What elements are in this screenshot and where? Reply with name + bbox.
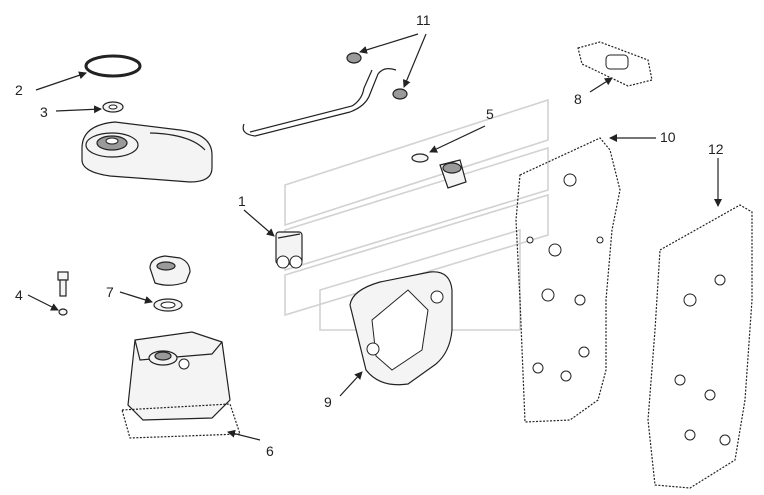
part-10-cover-plate bbox=[515, 137, 621, 423]
part-2-o-ring bbox=[84, 54, 142, 78]
part-11-oil-line bbox=[242, 52, 408, 137]
callout-4: 4 bbox=[15, 287, 23, 303]
callout-10: 10 bbox=[660, 129, 676, 145]
part-4-bolt bbox=[57, 271, 69, 316]
callout-7: 7 bbox=[106, 284, 114, 300]
callout-8: 8 bbox=[574, 91, 582, 107]
part-7-filler-cap bbox=[149, 255, 191, 312]
callout-1: 1 bbox=[238, 193, 246, 209]
callout-2: 2 bbox=[15, 82, 23, 98]
callout-6: 6 bbox=[266, 443, 274, 459]
part-12-plate-gasket bbox=[647, 204, 753, 489]
part-1-fitting bbox=[275, 231, 303, 269]
leader-arrows bbox=[27, 33, 722, 441]
part-3-washer bbox=[102, 101, 124, 113]
breather-housing-cover bbox=[81, 121, 213, 183]
callout-3: 3 bbox=[40, 104, 48, 120]
part-5-plug bbox=[411, 153, 467, 189]
callout-5: 5 bbox=[486, 106, 494, 122]
part-6-rocker-cover bbox=[121, 331, 241, 439]
callout-11: 11 bbox=[416, 12, 431, 28]
callout-12: 12 bbox=[708, 141, 724, 157]
part-8-flange-gasket bbox=[577, 41, 653, 87]
callout-9: 9 bbox=[324, 394, 332, 410]
part-9-gasket bbox=[349, 271, 453, 386]
